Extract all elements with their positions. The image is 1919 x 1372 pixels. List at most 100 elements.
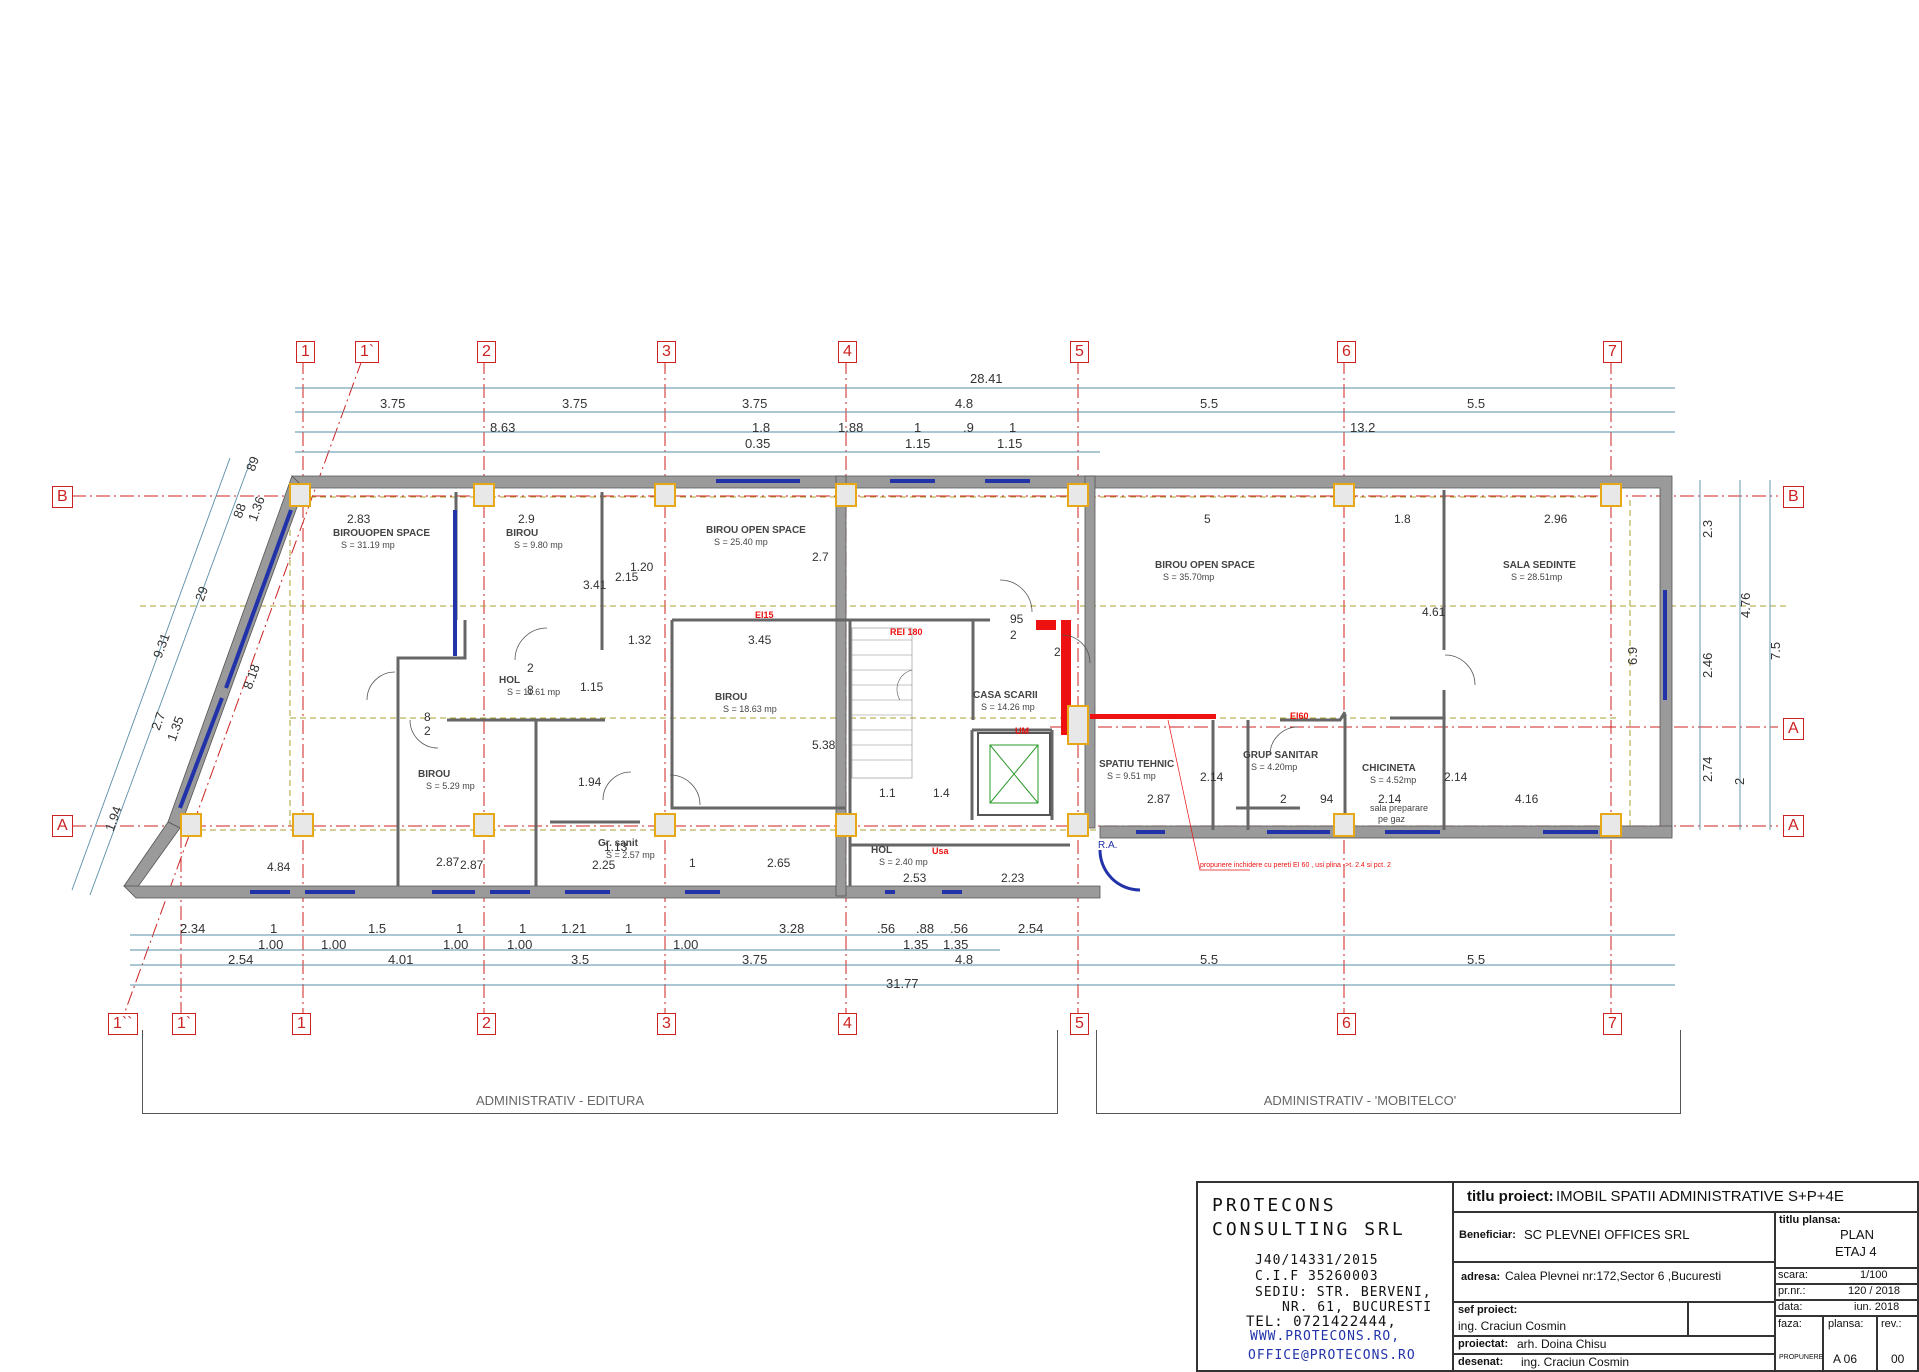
- scara-label: scara:: [1778, 1269, 1808, 1281]
- windows: [178, 479, 1667, 894]
- dim-inner: 4.84: [267, 860, 291, 874]
- rev-value: 00: [1891, 1352, 1905, 1366]
- company-sediu1: SEDIU: STR. BERVENI,: [1255, 1285, 1432, 1300]
- dim-bottom: 1.21: [561, 921, 587, 936]
- dim-inner: 2.87: [1147, 792, 1171, 806]
- dim-top: 4.8: [955, 396, 974, 411]
- dim-bottom: 2.54: [228, 952, 254, 967]
- sala-preparare-label: sala preparare: [1370, 803, 1429, 813]
- room-name: CASA SCARII: [973, 690, 1038, 701]
- dim-inner: 95: [1010, 612, 1024, 626]
- plansa-line1: PLAN: [1840, 1227, 1874, 1242]
- axis-marker-bottom: 7: [1603, 1013, 1622, 1035]
- proiectat-cell: [1453, 1336, 1775, 1354]
- section-label-editura: ADMINISTRATIV - EDITURA: [475, 1093, 645, 1108]
- data-value: iun. 2018: [1854, 1301, 1900, 1313]
- dim-inner: 3.45: [748, 633, 772, 647]
- dim-inner: 1.1: [879, 786, 896, 800]
- room-name: BIROU: [418, 769, 451, 780]
- dim-top: .9: [963, 420, 974, 435]
- dim-inner: 2.53: [903, 871, 927, 885]
- company-name-line1: PROTECONS: [1212, 1195, 1337, 1216]
- section-label-mobitelco: ADMINISTRATIV - 'MOBITELCO': [1263, 1093, 1457, 1108]
- dim-inner: 8: [424, 710, 431, 724]
- dim-inner: 94: [1320, 792, 1334, 806]
- axis-marker-left: B: [52, 486, 73, 508]
- room-area: S = 5.29 mp: [426, 781, 475, 791]
- company-cif: C.I.F 35260003: [1255, 1269, 1379, 1284]
- room-name: BIROU: [715, 692, 748, 703]
- dim-inner: 2: [424, 724, 431, 738]
- proiectat-value: arh. Doina Chisu: [1517, 1337, 1607, 1351]
- dim-inner: 3.41: [583, 578, 607, 592]
- dim-inner: 2.7: [812, 550, 829, 564]
- room-area: S = 9.80 mp: [514, 540, 563, 550]
- room-area: S = 11.61 mp: [507, 687, 561, 697]
- dim-side-right: 4.76: [1738, 592, 1753, 618]
- ei-60-label: EI60: [1290, 711, 1309, 721]
- room-area: S = 4.20mp: [1251, 762, 1298, 772]
- axis-marker-bottom: 6: [1337, 1013, 1356, 1035]
- dim-bottom: 4.8: [955, 952, 974, 967]
- axis-marker-bottom: 1``: [108, 1013, 138, 1035]
- room-area: S = 18.63 mp: [723, 704, 777, 714]
- dim-inner: 5: [1204, 512, 1211, 526]
- axis-marker-bottom: 4: [838, 1013, 857, 1035]
- adresa-cell: [1453, 1262, 1775, 1302]
- dim-inner: 2.83: [347, 512, 371, 526]
- dim-top: 1.15: [905, 436, 931, 451]
- fire-walls: [1036, 620, 1250, 871]
- dim-top: 3.75: [562, 396, 588, 411]
- dim-side-right: 7.5: [1768, 641, 1783, 660]
- dim-inner: 2: [1010, 628, 1017, 642]
- dim-inner: 2.9: [518, 512, 535, 526]
- room-name: SALA SEDINTE: [1503, 560, 1576, 571]
- dim-inner: 2.25: [592, 858, 616, 872]
- dim-bottom: 3.28: [779, 921, 805, 936]
- dim-inner: 4.61: [1422, 605, 1446, 619]
- dim-top: 1.8: [752, 420, 771, 435]
- room-area: S = 2.40 mp: [879, 857, 928, 867]
- room-name: BIROU: [506, 528, 539, 539]
- room-name: GRUP SANITAR: [1243, 750, 1319, 761]
- dim-top: 1: [1009, 420, 1017, 435]
- dim-top: 5.5: [1200, 396, 1219, 411]
- axis-marker-top: 1: [296, 341, 315, 363]
- elevator: [977, 732, 1051, 816]
- company-web: WWW.PROTECONS.RO,: [1250, 1329, 1401, 1344]
- dim-bottom: 5.5: [1467, 952, 1486, 967]
- room-name: CHICINETA: [1362, 763, 1416, 774]
- dim-inner: 2.14: [1200, 770, 1224, 784]
- dim-top: 5.5: [1467, 396, 1486, 411]
- room-name: Gr. sanit: [598, 838, 639, 849]
- beneficiar-cell: [1453, 1212, 1775, 1262]
- dim-bottom: 1.00: [673, 937, 699, 952]
- dimension-lines: [71, 387, 1771, 986]
- ra-label: R.A.: [1098, 840, 1118, 851]
- dim-bottom: .56: [877, 921, 896, 936]
- room-area: S = 2.57 mp: [606, 850, 655, 860]
- dim-bottom: 1.00: [258, 937, 284, 952]
- axis-marker-bottom: 2: [477, 1013, 496, 1035]
- company-email: OFFICE@PROTECONS.RO: [1248, 1348, 1416, 1363]
- rei-180-label: REI 180: [890, 627, 923, 637]
- plansa-line2: ETAJ 4: [1835, 1244, 1877, 1259]
- dim-overall-top: 28.41: [970, 371, 1003, 386]
- titlu-plansa-label: titlu plansa:: [1779, 1214, 1841, 1226]
- axis-marker-top: 3: [657, 341, 676, 363]
- dim-inner: 2.96: [1544, 512, 1568, 526]
- axis-marker-top: 2: [477, 341, 496, 363]
- dim-bottom: 4.01: [388, 952, 414, 967]
- axis-marker-bottom: 1: [292, 1013, 311, 1035]
- dim-inner: 2.15: [615, 570, 639, 584]
- room-area: S = 14.26 mp: [981, 702, 1035, 712]
- sef-proiect-sign: [1688, 1302, 1775, 1336]
- axis-marker-bottom: 3: [657, 1013, 676, 1035]
- dim-top: 1.15: [997, 436, 1023, 451]
- dim-inner: 1.4: [933, 786, 950, 800]
- dim-bottom: 1.00: [507, 937, 533, 952]
- dim-inner: 1: [689, 856, 696, 870]
- room-area: S = 28.51mp: [1511, 572, 1563, 582]
- sef-proiect-cell: [1453, 1302, 1688, 1336]
